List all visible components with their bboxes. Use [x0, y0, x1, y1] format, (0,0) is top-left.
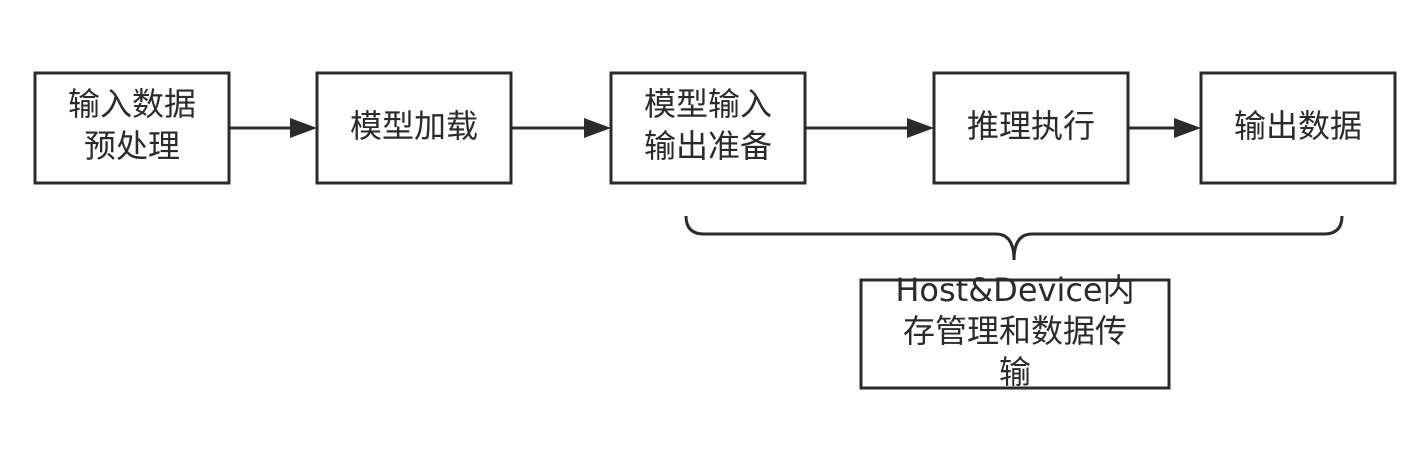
memory-label-line3: 输 — [999, 353, 1031, 391]
step-preprocess-label-line1: 输入数据 — [68, 85, 196, 123]
memory-management-box: Host&Device内 存管理和数据传 输 — [859, 271, 1171, 391]
step-inference-box: 推理执行 — [932, 71, 1130, 185]
step-io-prepare-label-line1: 模型输入 — [644, 85, 772, 123]
step-output-box: 输出数据 — [1199, 71, 1397, 185]
grouping-brace — [684, 215, 1344, 261]
arrow-inference-to-output — [1128, 118, 1201, 138]
arrow-io-to-inference — [805, 118, 934, 138]
step-io-prepare-box: 模型输入 输出准备 — [609, 71, 807, 185]
step-preprocess-box: 输入数据 预处理 — [33, 71, 231, 185]
memory-label-line1: Host&Device内 — [895, 271, 1134, 309]
arrow-preprocess-to-load — [229, 118, 317, 138]
step-inference-label: 推理执行 — [967, 107, 1095, 145]
step-preprocess-label-line2: 预处理 — [84, 127, 180, 165]
step-output-label: 输出数据 — [1234, 107, 1362, 145]
memory-label-line2: 存管理和数据传 — [903, 312, 1127, 350]
step-io-prepare-label-line2: 输出准备 — [644, 127, 772, 165]
arrow-load-to-io — [511, 118, 611, 138]
step-model-load-box: 模型加载 — [315, 71, 513, 185]
step-model-load-label: 模型加载 — [350, 107, 478, 145]
